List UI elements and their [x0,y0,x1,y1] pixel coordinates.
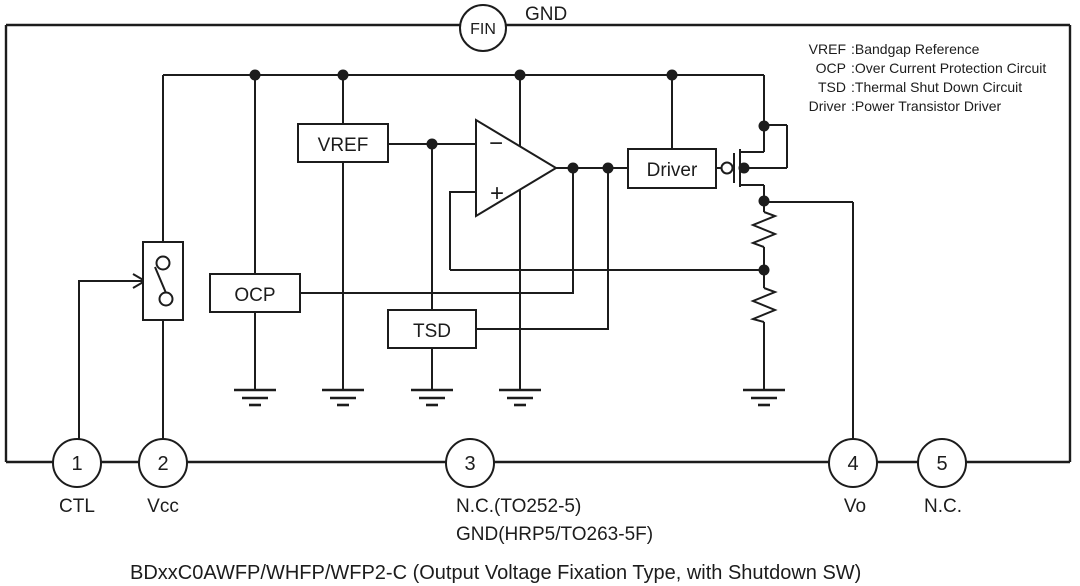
shutdown-switch [142,241,184,321]
legend: VREF :Bandgap Reference OCP :Over Curren… [809,41,1047,114]
tsd-label: TSD [413,321,451,342]
driver-block: Driver [627,148,717,189]
legend-definition: :Power Transistor Driver [851,98,1001,114]
pin-4-vo: 4 Vo [828,438,878,517]
pin-number: 1 [71,453,82,475]
legend-term: VREF [809,41,846,57]
pin-1-ctl: 1 CTL [52,438,102,517]
pin-label: Vo [844,496,866,517]
legend-term: TSD [818,79,846,95]
legend-term: OCP [816,60,846,76]
pin-number: 5 [936,453,947,475]
pin-3-nc-gnd: 3 N.C.(TO252-5) GND(HRP5/TO263-5F) [445,438,653,545]
pin-number: 4 [847,453,858,475]
opamp-minus-sign: − [489,130,503,157]
wires [78,74,854,439]
pin-number: 2 [157,453,168,475]
ocp-label: OCP [234,285,275,306]
legend-definition: :Over Current Protection Circuit [851,60,1046,76]
fin-pin-label: FIN [470,21,496,38]
opamp-plus-sign: + [490,180,504,207]
ground-symbols [232,388,787,407]
pin-2-vcc: 2 Vcc [138,438,188,517]
pin-label: Vcc [147,496,179,517]
fin-gnd-label: GND [525,4,567,25]
diagram-caption: BDxxC0AWFP/WHFP/WFP2-C (Output Voltage F… [130,562,861,584]
resistor-bottom [749,287,778,323]
vref-block: VREF [297,123,389,163]
error-amplifier: − + [475,118,558,218]
driver-label: Driver [647,160,698,181]
legend-definition: :Thermal Shut Down Circuit [851,79,1022,95]
pin-label-line2: GND(HRP5/TO263-5F) [456,524,653,545]
pin-label: CTL [59,496,95,517]
pin-5-nc: 5 N.C. [917,438,967,517]
pin-label: N.C.(TO252-5) [456,496,581,517]
fin-pin: FIN GND [459,4,567,52]
vref-label: VREF [318,135,369,156]
pin-label: N.C. [924,496,962,517]
feedback-resistor-divider [749,211,778,323]
outer-frame [4,23,1072,464]
legend-term: Driver [809,98,847,114]
junction-dots [249,69,770,276]
tsd-block: TSD [387,309,477,349]
pmos-transistor [720,75,788,202]
pin-number: 3 [464,453,475,475]
legend-definition: :Bandgap Reference [851,41,980,57]
gate-bubble [720,161,734,175]
resistor-top [750,211,778,248]
ocp-block: OCP [209,273,301,313]
